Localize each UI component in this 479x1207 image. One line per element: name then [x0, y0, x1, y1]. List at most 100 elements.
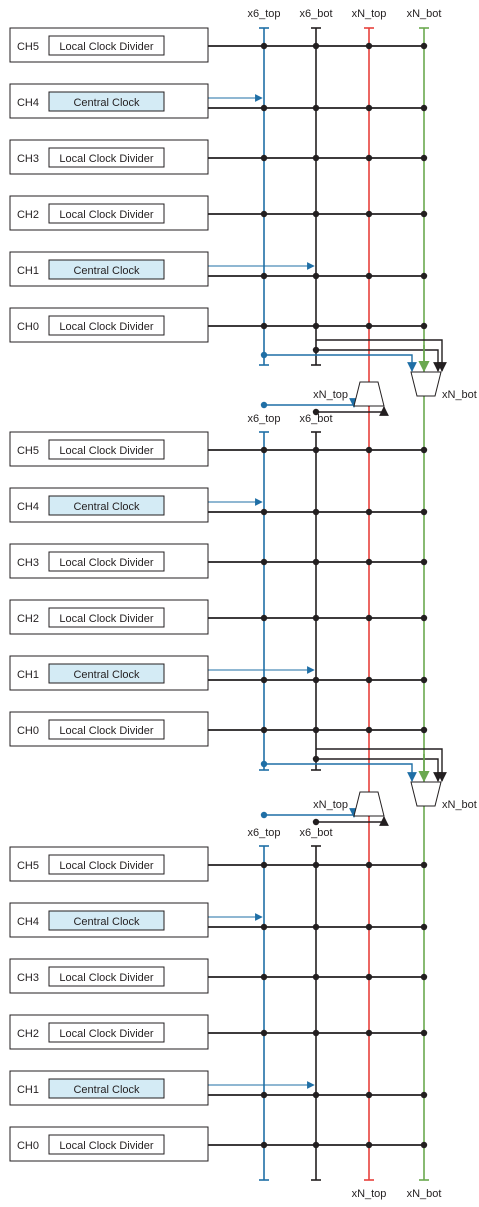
junction-dot: [420, 558, 428, 566]
junction-dot: [312, 726, 320, 734]
central-clock-label: Central Clock: [73, 1084, 140, 1096]
label-x6-top: x6_top: [247, 827, 280, 839]
central-clock-label: Central Clock: [73, 669, 140, 681]
junction-dot: [260, 676, 268, 684]
junction-dot: [312, 446, 320, 454]
junction-dot: [420, 973, 428, 981]
bottom-line-labels: xN_top xN_bot: [352, 1188, 442, 1200]
label-x6-bot: x6_bot: [299, 8, 332, 20]
clock-wires: [164, 27, 447, 1181]
junction-dot: [260, 1091, 268, 1099]
local-clock-divider-label: Local Clock Divider: [59, 557, 153, 569]
channel-label: CH5: [17, 860, 39, 872]
channel-frame: [9, 958, 209, 994]
junction-dot: [260, 726, 268, 734]
junction-dot: [260, 351, 268, 359]
junction-dot: [260, 923, 268, 931]
label-x6-bot: x6_bot: [299, 827, 332, 839]
channel-row: CH3 Local Clock Divider: [9, 543, 209, 579]
channel-label: CH4: [17, 501, 39, 513]
junction-dot: [260, 446, 268, 454]
label-xn-top-bottom: xN_top: [352, 1188, 387, 1200]
junction-dot: [365, 923, 373, 931]
junction-dot: [312, 1091, 320, 1099]
xn-bot-mux: [410, 371, 442, 397]
local-clock-divider-block: [48, 315, 165, 336]
junction-dot: [312, 861, 320, 869]
junction-dot: [420, 322, 428, 330]
central-clock-block: [48, 495, 165, 516]
mux-feed-black: [316, 349, 443, 372]
junction-dot: [312, 1029, 320, 1037]
junction-dot: [420, 1029, 428, 1037]
mux-label-xn-bot: xN_bot: [442, 799, 477, 811]
segment-labels-middle: x6_top x6_bot: [247, 413, 332, 425]
local-clock-divider-label: Local Clock Divider: [59, 972, 153, 984]
junction-dot: [420, 614, 428, 622]
local-clock-divider-label: Local Clock Divider: [59, 153, 153, 165]
local-clock-divider-block: [48, 551, 165, 572]
junction-dot: [312, 346, 320, 354]
channel-label: CH0: [17, 321, 39, 333]
local-clock-divider-label: Local Clock Divider: [59, 1140, 153, 1152]
junction-dot: [365, 676, 373, 684]
mux-feed-blue: [264, 763, 417, 782]
junction-dot: [260, 322, 268, 330]
label-x6-top: x6_top: [247, 413, 280, 425]
channel-label: CH1: [17, 669, 39, 681]
junction-dot: [420, 104, 428, 112]
junction-dot: [420, 861, 428, 869]
junction-dot: [260, 104, 268, 112]
mux-feed-black-2: [316, 339, 447, 372]
junction-dot: [312, 676, 320, 684]
junction-dot: [312, 923, 320, 931]
junction-dot: [312, 1141, 320, 1149]
xn-top-mux: [353, 791, 385, 817]
channel-row: CH5 Local Clock Divider: [9, 431, 209, 467]
junction-dot: [420, 446, 428, 454]
mux-out-black: [316, 406, 389, 416]
junction-dot: [260, 760, 268, 768]
channel-row: CH4 Central Clock: [9, 487, 209, 523]
junction-dot: [260, 973, 268, 981]
junction-dot: [420, 42, 428, 50]
junction-dot: [312, 818, 320, 826]
junction-dot: [365, 614, 373, 622]
junction-dot: [312, 104, 320, 112]
junction-dot: [312, 42, 320, 50]
channel-row: CH1 Central Clock: [9, 655, 209, 691]
junction-dot: [420, 210, 428, 218]
junction-dot: [365, 104, 373, 112]
local-clock-divider-label: Local Clock Divider: [59, 725, 153, 737]
junction-dot: [260, 508, 268, 516]
central-clock-label: Central Clock: [73, 916, 140, 928]
mux-blocks: [353, 371, 442, 817]
junction-dot: [312, 154, 320, 162]
junction-dot: [260, 272, 268, 280]
local-clock-divider-label: Local Clock Divider: [59, 613, 153, 625]
channel-label: CH3: [17, 557, 39, 569]
channel-label: CH5: [17, 445, 39, 457]
mux-feed-blue: [264, 354, 417, 372]
local-clock-divider-block: [48, 147, 165, 168]
central-clock-block: [48, 663, 165, 684]
local-clock-divider-label: Local Clock Divider: [59, 445, 153, 457]
central-clock-label: Central Clock: [73, 501, 140, 513]
junction-dot: [312, 210, 320, 218]
channel-label: CH0: [17, 1140, 39, 1152]
junction-dot: [312, 558, 320, 566]
junction-dot: [365, 508, 373, 516]
junction-dot: [420, 676, 428, 684]
junction-dot: [260, 811, 268, 819]
local-clock-divider-block: [48, 439, 165, 460]
junction-dot: [420, 923, 428, 931]
channel-label: CH5: [17, 41, 39, 53]
junction-dot: [260, 42, 268, 50]
